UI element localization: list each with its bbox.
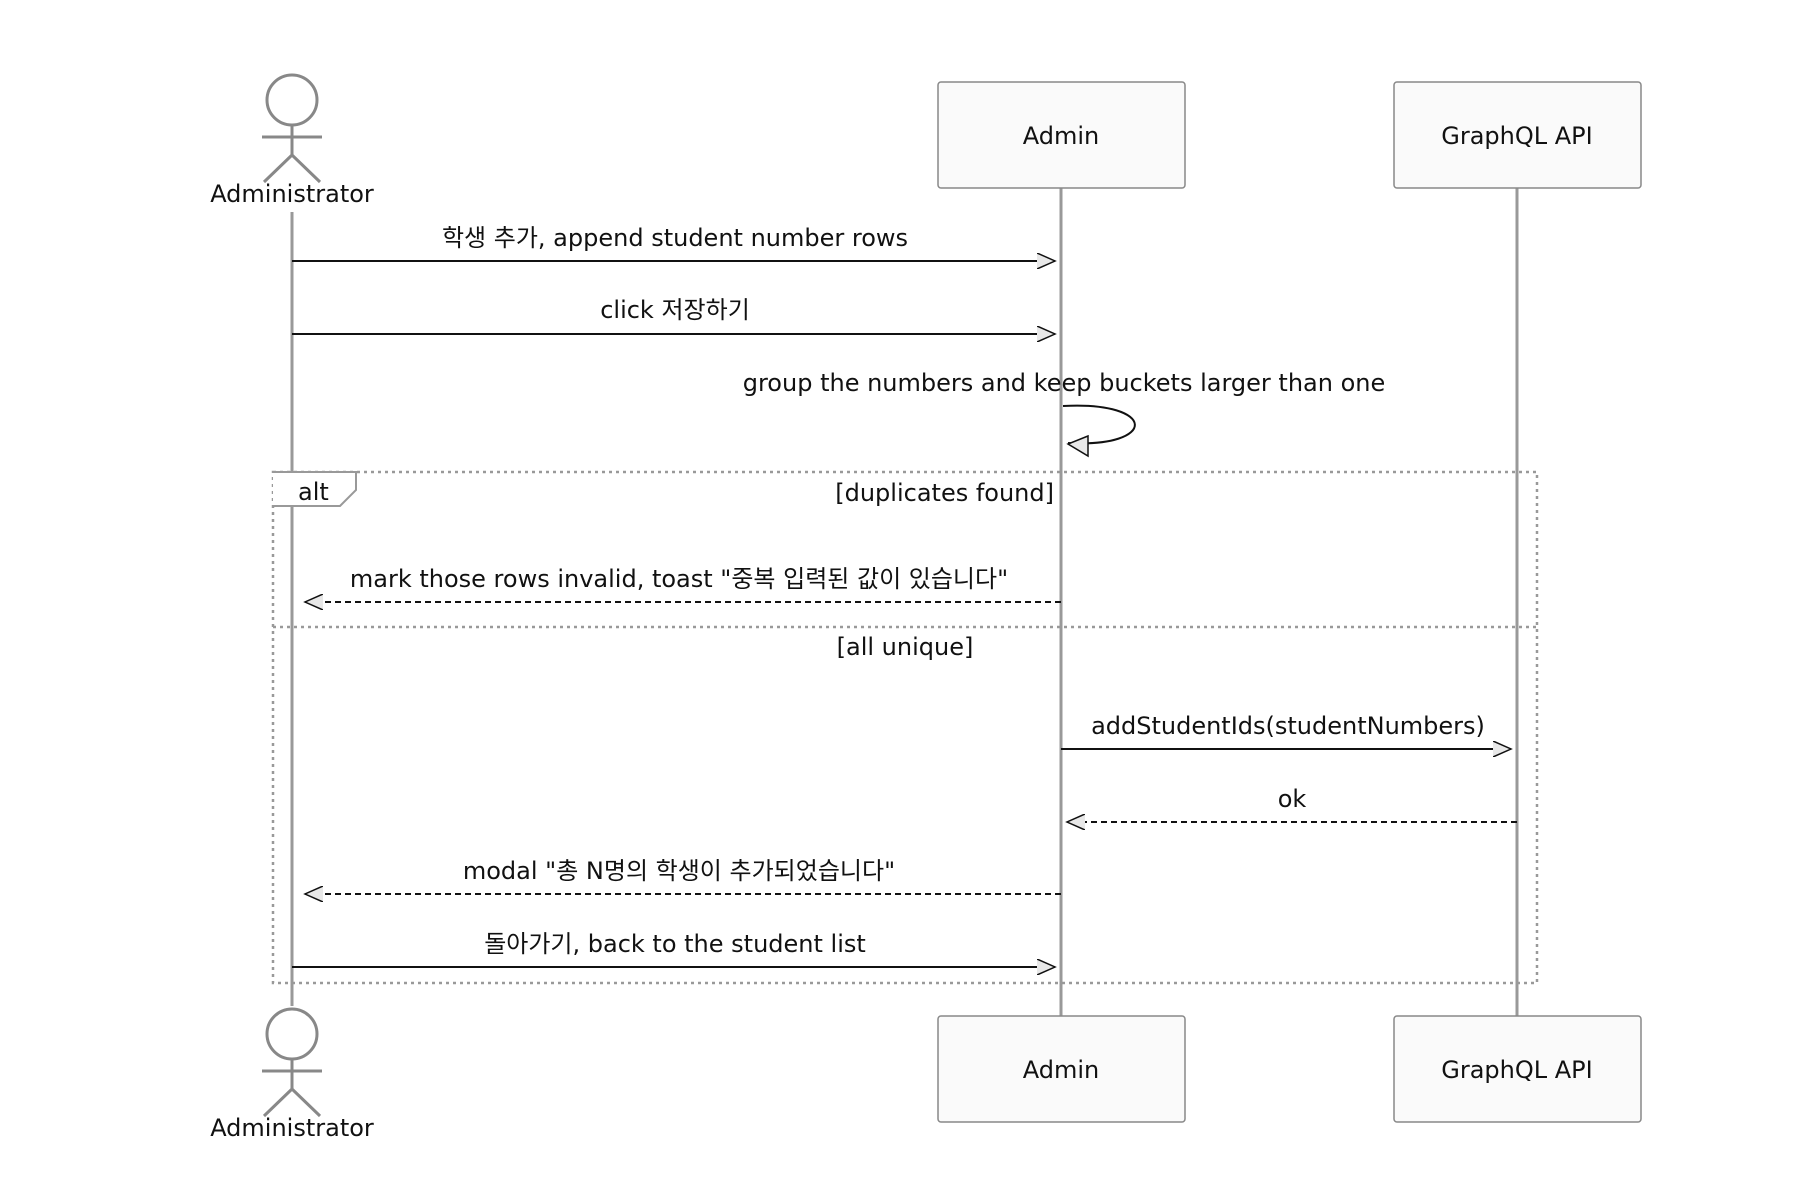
alt-condition-unique: [all unique] bbox=[837, 633, 974, 661]
actor-administrator-top: Administrator bbox=[210, 73, 374, 208]
participant-label: GraphQL API bbox=[1441, 1056, 1592, 1084]
actor-administrator-bottom: Administrator bbox=[210, 1007, 374, 1142]
participant-label: Admin bbox=[1023, 1056, 1100, 1084]
message-group-numbers: group the numbers and keep buckets large… bbox=[743, 369, 1386, 458]
message-label: click 저장하기 bbox=[600, 296, 750, 324]
participant-label: GraphQL API bbox=[1441, 122, 1592, 150]
message-label: group the numbers and keep buckets large… bbox=[743, 369, 1386, 397]
message-label: 학생 추가, append student number rows bbox=[442, 224, 908, 252]
message-label: ok bbox=[1278, 785, 1307, 813]
participant-admin-top: Admin bbox=[937, 81, 1186, 189]
actor-label: Administrator bbox=[210, 180, 374, 208]
message-label: mark those rows invalid, toast "중복 입력된 값… bbox=[350, 565, 1008, 593]
actor-head-icon bbox=[265, 1007, 319, 1061]
arrowhead-icon bbox=[1066, 434, 1089, 458]
message-label: modal "총 N명의 학생이 추가되었습니다" bbox=[463, 857, 895, 885]
self-message-arrow bbox=[1062, 404, 1136, 445]
actor-head-icon bbox=[265, 73, 319, 127]
participant-graphql-api-top: GraphQL API bbox=[1393, 81, 1642, 189]
participant-label: Admin bbox=[1023, 122, 1100, 150]
message-modal: modal "총 N명의 학생이 추가되었습니다" bbox=[305, 857, 1061, 894]
alt-frame: alt [duplicates found] [all unique] bbox=[271, 470, 1539, 985]
alt-frame-label: alt bbox=[298, 478, 329, 506]
message-label: 돌아가기, back to the student list bbox=[484, 930, 866, 958]
message-ok: ok bbox=[1067, 785, 1517, 822]
message-mark-invalid: mark those rows invalid, toast "중복 입력된 값… bbox=[305, 565, 1061, 602]
message-add-student-ids: addStudentIds(studentNumbers) bbox=[1061, 712, 1511, 749]
message-add-student: 학생 추가, append student number rows bbox=[292, 224, 1055, 261]
message-go-back: 돌아가기, back to the student list bbox=[292, 930, 1055, 967]
actor-label: Administrator bbox=[210, 1114, 374, 1142]
message-label: addStudentIds(studentNumbers) bbox=[1091, 712, 1485, 740]
message-click-save: click 저장하기 bbox=[292, 296, 1055, 334]
alt-condition-duplicates: [duplicates found] bbox=[835, 479, 1054, 507]
participant-graphql-api-bottom: GraphQL API bbox=[1393, 1015, 1642, 1123]
participant-admin-bottom: Admin bbox=[937, 1015, 1186, 1123]
